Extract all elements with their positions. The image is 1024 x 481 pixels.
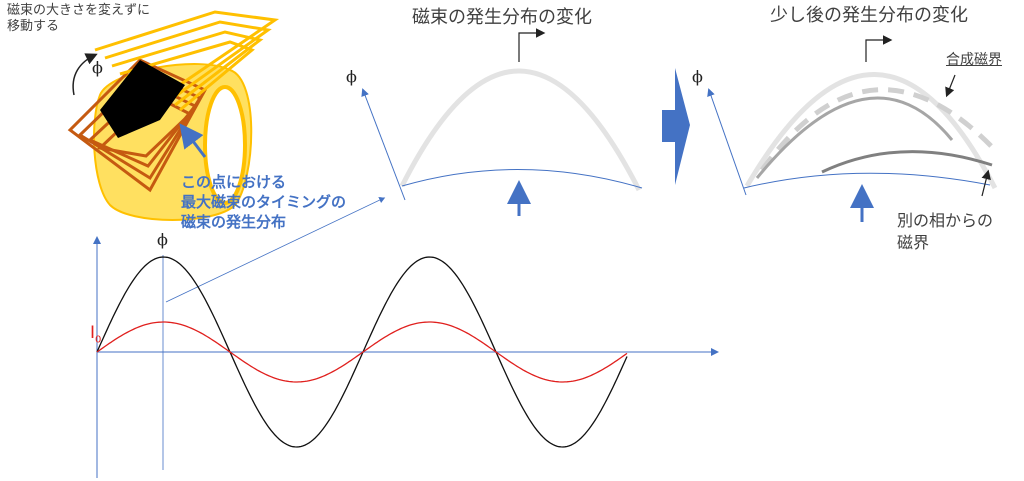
panel1-title: 磁束の発生分布の変化 <box>412 7 592 28</box>
panel1-baseline <box>401 169 643 189</box>
coil-note: 磁束の大きさを変えずに 移動する <box>7 3 150 35</box>
flux-waveform <box>96 256 628 448</box>
other-phase-pointer <box>981 169 991 197</box>
panel1-phi-axis <box>361 88 406 201</box>
other-phase-label-line-1: 別の相からの <box>897 211 994 230</box>
other-phase-label-line-2: 磁界 <box>897 233 930 252</box>
coil-phi-label: ϕ <box>92 58 103 77</box>
distribution-panel-1 <box>361 28 643 216</box>
coil-note-line-1: 磁束の大きさを変えずに <box>7 3 151 18</box>
current-symbol: I <box>90 323 96 343</box>
combined-field-pointer <box>945 74 956 98</box>
point-to-panel-line <box>165 197 386 303</box>
coil-illustration <box>67 10 280 221</box>
point-note-line-3: 磁束の発生分布 <box>181 213 287 231</box>
panel2-flux-distribution <box>744 72 998 190</box>
panel2-title: 少し後の発生分布の変化 <box>770 5 968 26</box>
shifted-distribution-curve <box>755 96 954 179</box>
current-label: I0 <box>90 323 101 346</box>
panel1-phi-label: ϕ <box>346 67 357 86</box>
graph-phi-label: ϕ <box>157 230 168 249</box>
current-waveform <box>96 321 628 383</box>
other-phase-label: 別の相からの 磁界 <box>897 210 993 254</box>
waveform-graph <box>93 197 719 478</box>
current-subscript: 0 <box>95 334 102 346</box>
transition-arrow <box>662 68 690 185</box>
coil-note-line-2: 移動する <box>7 19 60 34</box>
point-note-line-1: この点における <box>181 173 287 191</box>
panel2-phi-axis <box>707 88 747 196</box>
combined-field-curve <box>759 87 997 172</box>
point-note-line-2: 最大磁束のタイミングの <box>181 193 347 211</box>
panel2-baseline <box>743 172 991 189</box>
panel2-shift-arrow <box>865 35 893 62</box>
panel1-flux-distribution <box>399 68 642 192</box>
panel1-shift-arrow <box>518 28 546 62</box>
other-phase-field-curve <box>821 150 993 174</box>
distribution-panel-2 <box>707 35 998 222</box>
combined-field-label: 合成磁界 <box>946 52 1002 68</box>
panel2-phi-label: ϕ <box>692 67 703 86</box>
point-note: この点における 最大磁束のタイミングの 磁束の発生分布 <box>181 172 346 232</box>
